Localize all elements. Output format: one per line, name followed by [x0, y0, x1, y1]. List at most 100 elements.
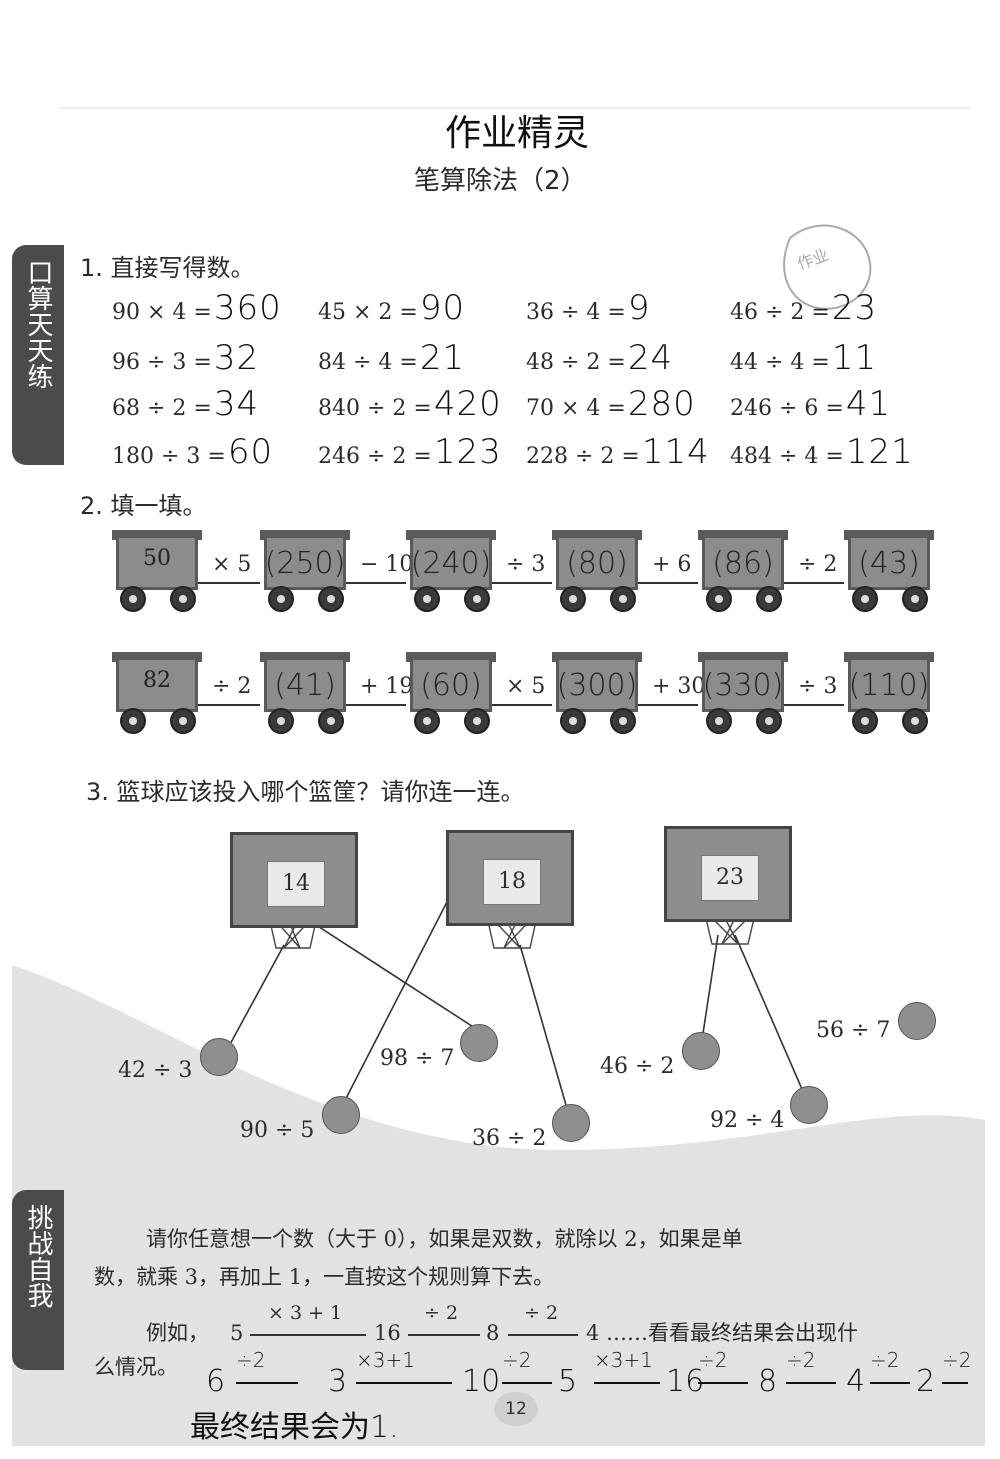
example-arrow-3 [508, 1334, 578, 1336]
cart-arrow [492, 704, 552, 706]
cart: (60) [406, 652, 496, 738]
cart-start-value: 82 [143, 668, 171, 693]
wheel-icon [414, 708, 440, 734]
challenge-line-1: 请你任意想一个数（大于 0），如果是双数，就除以 2，如果是单 [146, 1227, 743, 1251]
wheel-icon [560, 708, 586, 734]
work-operation: ÷2 [236, 1348, 266, 1372]
q1-expr: 484 ÷ 4 = [730, 444, 844, 469]
wheel-icon [268, 586, 294, 612]
q1-answer: 21 [419, 338, 466, 378]
hoop-board-1: 14 [230, 832, 358, 928]
cart-bin [410, 538, 492, 590]
cart-answer: (300) [556, 668, 638, 703]
cart-operation: ÷ 3 [506, 552, 546, 577]
hoop-number-2: 18 [483, 859, 541, 905]
q1-expr: 44 ÷ 4 = [730, 350, 830, 375]
q1-answer: 280 [627, 384, 696, 424]
q1-answer: 9 [627, 288, 651, 328]
cart: (86) [698, 530, 788, 616]
cart-arrow [346, 704, 406, 706]
cart-rim [112, 530, 202, 540]
q1-expr: 36 ÷ 4 = [526, 300, 626, 325]
q1-answer: 41 [845, 384, 892, 424]
hoop-number-1: 14 [267, 861, 325, 907]
cart-bin [848, 538, 930, 590]
q1-expr: 70 × 4 = [526, 396, 626, 421]
handwritten-conclusion: 最终结果会为1. [190, 1410, 399, 1445]
cart-bin [556, 538, 638, 590]
work-value: 3 [328, 1364, 348, 1399]
cart-answer: (240) [410, 546, 492, 581]
cart-start-value: 50 [143, 546, 171, 571]
q1-expr: 180 ÷ 3 = [112, 444, 226, 469]
wheel-icon [318, 586, 344, 612]
q1-item: 36 ÷ 4 =9 [526, 288, 650, 328]
q1-answer: 360 [213, 288, 282, 328]
q1-item: 484 ÷ 4 =121 [730, 432, 914, 472]
ball-expr-3: 90 ÷ 5 [240, 1118, 315, 1143]
q1-item: 46 ÷ 2 =23 [730, 288, 877, 328]
cart-rim [406, 652, 496, 662]
q1-item: 45 × 2 =90 [318, 288, 465, 328]
example-op-1: × 3 + 1 [268, 1302, 343, 1324]
q1-expr: 68 ÷ 2 = [112, 396, 212, 421]
q1-title: 1. 直接写得数。 [80, 254, 255, 282]
cart-operation: + 30 [652, 674, 706, 699]
cart-bin [264, 660, 346, 712]
work-arrow [870, 1382, 910, 1384]
wheel-icon [268, 708, 294, 734]
ball-expr-4: 36 ÷ 2 [472, 1126, 547, 1151]
q1-expr: 246 ÷ 6 = [730, 396, 844, 421]
example-suffix: ……看看最终结果会出现什 [606, 1321, 858, 1345]
cart-arrow [638, 704, 698, 706]
work-value: 10 [462, 1364, 501, 1399]
q1-expr: 46 ÷ 2 = [730, 300, 830, 325]
cart-answer: (41) [274, 668, 336, 703]
cart-bin [848, 660, 930, 712]
cart-bin [556, 660, 638, 712]
cart: (110) [844, 652, 934, 738]
cart-rim [406, 530, 496, 540]
challenge-line-4: 么情况。 [94, 1355, 178, 1379]
q1-answer: 34 [213, 384, 260, 424]
cart-operation: ÷ 2 [212, 674, 252, 699]
example-op-2: ÷ 2 [424, 1302, 459, 1324]
cart-rim [844, 652, 934, 662]
cart-row-1: 50× 5(250)− 10(240)÷ 3(80)+ 6(86)÷ 2(43) [112, 530, 942, 620]
q1-answer: 60 [227, 432, 274, 472]
q1-expr: 84 ÷ 4 = [318, 350, 418, 375]
q1-answer: 32 [213, 338, 260, 378]
cart-rim [698, 530, 788, 540]
work-arrow [786, 1382, 836, 1384]
cart-bin [410, 660, 492, 712]
q1-expr: 228 ÷ 2 = [526, 444, 640, 469]
wheel-icon [902, 586, 928, 612]
q1-answer: 11 [831, 338, 878, 378]
q1-answer: 420 [433, 384, 502, 424]
wheel-icon [852, 586, 878, 612]
work-arrow [594, 1382, 660, 1384]
challenge-label: 挑战自我 [23, 1204, 53, 1308]
cart-row-2: 82÷ 2(41)+ 19(60)× 5(300)+ 30(330)÷ 3(11… [112, 652, 942, 742]
cart-operation: ÷ 2 [798, 552, 838, 577]
wheel-icon [706, 586, 732, 612]
cart-arrow [198, 582, 260, 584]
stamp-icon: 作业 [783, 224, 872, 310]
q2-title: 2. 填一填。 [80, 492, 207, 520]
ball-expr-6: 92 ÷ 4 [710, 1108, 785, 1133]
work-arrow [942, 1382, 968, 1384]
q1-item: 48 ÷ 2 =24 [526, 338, 673, 378]
q1-expr: 45 × 2 = [318, 300, 418, 325]
cart-arrow [492, 582, 552, 584]
cart-bin [702, 660, 784, 712]
basketball-icon [682, 1032, 720, 1070]
example-step-2: 16 [374, 1321, 401, 1345]
cart: (300) [552, 652, 642, 738]
page-number: 12 [494, 1392, 538, 1426]
oral-practice-label: 口算天天练 [23, 259, 53, 389]
cart-answer: (86) [712, 546, 774, 581]
cart-rim [552, 652, 642, 662]
ball-expr-1: 42 ÷ 3 [118, 1058, 193, 1083]
basketball-icon [460, 1024, 498, 1062]
example-step-4: 4 [586, 1321, 600, 1345]
